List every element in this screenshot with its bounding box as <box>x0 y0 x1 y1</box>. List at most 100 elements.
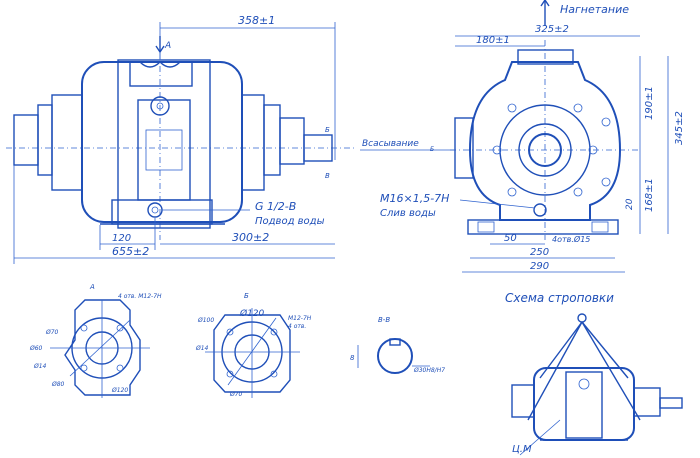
drain-label: Слив воды <box>380 208 436 219</box>
shaft-section <box>377 338 413 374</box>
sling-rope-left <box>539 321 583 379</box>
detail-b-hole-3 <box>226 370 234 378</box>
thread-label: G 1/2-B <box>255 200 296 213</box>
dim-358-label: 358±1 <box>238 14 275 27</box>
side-bearing-ring <box>518 123 572 177</box>
bolt-3 <box>507 187 517 197</box>
detail-b-note-3: 4 отв. <box>288 323 306 330</box>
bolt-7 <box>601 117 611 127</box>
side-mark-v: В <box>325 172 330 180</box>
detail-b-main-dia: Ø120 <box>239 308 265 319</box>
detail-a-note-2: Ø70 <box>45 329 59 336</box>
dim-345-label: 345±2 <box>674 111 685 145</box>
detail-a-diag <box>69 319 131 377</box>
detail-b-note-4: Ø70 <box>229 391 243 398</box>
detail-b: Б Ø120 Ø100 M12-7H 4 отв. Ø70 Ø14 <box>195 292 312 398</box>
detail-c-dim-label: 8 <box>350 354 355 362</box>
side-base-foot-b <box>591 221 609 233</box>
detail-a-note-1: 4 отв. M12-7H <box>118 293 162 300</box>
detail-a-hole-2 <box>116 324 124 332</box>
sling-shaft <box>659 397 683 409</box>
sling-eye <box>578 378 590 390</box>
detail-a-note-6: Ø14 <box>33 363 47 370</box>
dim-190-label: 190±1 <box>644 86 655 120</box>
detail-a-hole-3 <box>80 364 88 372</box>
detail-a-mark: А <box>89 283 95 291</box>
dim-168-label: 168±1 <box>644 178 655 212</box>
left-coupling <box>13 114 39 166</box>
left-cover <box>51 94 83 191</box>
detail-b-hole-4 <box>270 370 278 378</box>
lifting-eye <box>150 96 170 116</box>
dim-325-label: 325±2 <box>535 24 569 35</box>
detail-a-note-4: Ø80 <box>51 381 65 388</box>
detail-c-mark: В-В <box>378 316 390 324</box>
top-flange-detail <box>139 61 181 68</box>
side-base-foot-a <box>477 221 495 233</box>
top-flange <box>129 61 193 87</box>
detail-b-note-2: M12-7H <box>288 315 312 322</box>
detail-c: В-В 8 Ø30Н8/Н7 <box>350 316 445 374</box>
bolt-6 <box>588 145 598 155</box>
right-coupling <box>279 117 305 165</box>
bolt-5 <box>492 145 502 155</box>
dim-20-label: 20 <box>625 198 635 210</box>
bolt-4 <box>573 187 583 197</box>
right-bearing <box>263 104 281 176</box>
detail-b-mark: Б <box>244 292 249 300</box>
detail-c-note: Ø30Н8/Н7 <box>413 367 445 374</box>
sling-cm-leader <box>519 419 561 456</box>
detail-b-flange <box>213 314 291 393</box>
detail-b-hole-2 <box>270 328 278 336</box>
detail-a: А 4 отв. M12-7H Ø70 Ø60 Ø14 Ø120 Ø80 <box>29 283 162 398</box>
detail-a-note-5: Ø120 <box>111 387 128 394</box>
sling-hook <box>577 313 587 323</box>
section-arrowhead <box>155 45 165 54</box>
water-supply-label: Подвод воды <box>255 216 325 227</box>
suction-label: Всасывание <box>362 139 419 149</box>
detail-a-hole-4 <box>116 364 124 372</box>
body-center-housing <box>117 59 211 229</box>
side-mark-b: Б <box>325 126 330 134</box>
suction-flange <box>454 117 474 179</box>
dim-655-label: 655±2 <box>112 245 149 258</box>
sling-rope-right <box>581 321 629 379</box>
sling-pump-center <box>565 371 603 439</box>
dim-120-label: 120 <box>112 233 131 244</box>
detail-b-note-5: Ø14 <box>195 345 209 352</box>
right-cover <box>241 94 265 191</box>
left-bearing <box>37 104 53 176</box>
dim-180-label: 180±1 <box>476 35 510 46</box>
body-inner-window <box>145 129 183 171</box>
suction-mark: Б <box>430 146 434 153</box>
holes-label: 4отв.Ø15 <box>552 234 590 244</box>
dim-250-label: 250 <box>530 247 549 258</box>
sling-title: Схема строповки <box>505 291 614 305</box>
lifting-eye-hole <box>156 102 164 110</box>
dim-300-label: 300±2 <box>232 231 269 244</box>
side-base <box>467 219 619 235</box>
side-shaft <box>528 133 562 167</box>
sling-rope-left-2 <box>527 321 583 421</box>
sling-cm-label: Ц.М <box>512 444 532 455</box>
water-port-bore <box>151 206 159 214</box>
sling-right-cover <box>633 387 661 417</box>
dim-290-label: 290 <box>530 261 549 272</box>
side-view: Нагнетание 325±2 180±1 190±1 345±2 168±1… <box>360 0 685 273</box>
detail-b-hole-1 <box>226 328 234 336</box>
detail-b-diag <box>227 317 277 386</box>
detail-a-flange <box>64 299 141 396</box>
sling-scheme: Схема строповки Ц.М <box>505 291 683 456</box>
drain-thread-label: M16×1,5-7H <box>380 192 449 205</box>
bolt-1 <box>507 103 517 113</box>
front-view: 358±1 A Б В G 1/2-B Подвод воды 120 300±… <box>6 14 355 264</box>
shaft-end <box>303 134 333 162</box>
discharge-flange <box>517 49 574 65</box>
dim-50-label: 50 <box>504 233 517 244</box>
detail-b-note-1: Ø100 <box>197 317 214 324</box>
drain-leader <box>459 199 536 209</box>
discharge-arrowhead <box>540 0 550 7</box>
bolt-2 <box>573 103 583 113</box>
